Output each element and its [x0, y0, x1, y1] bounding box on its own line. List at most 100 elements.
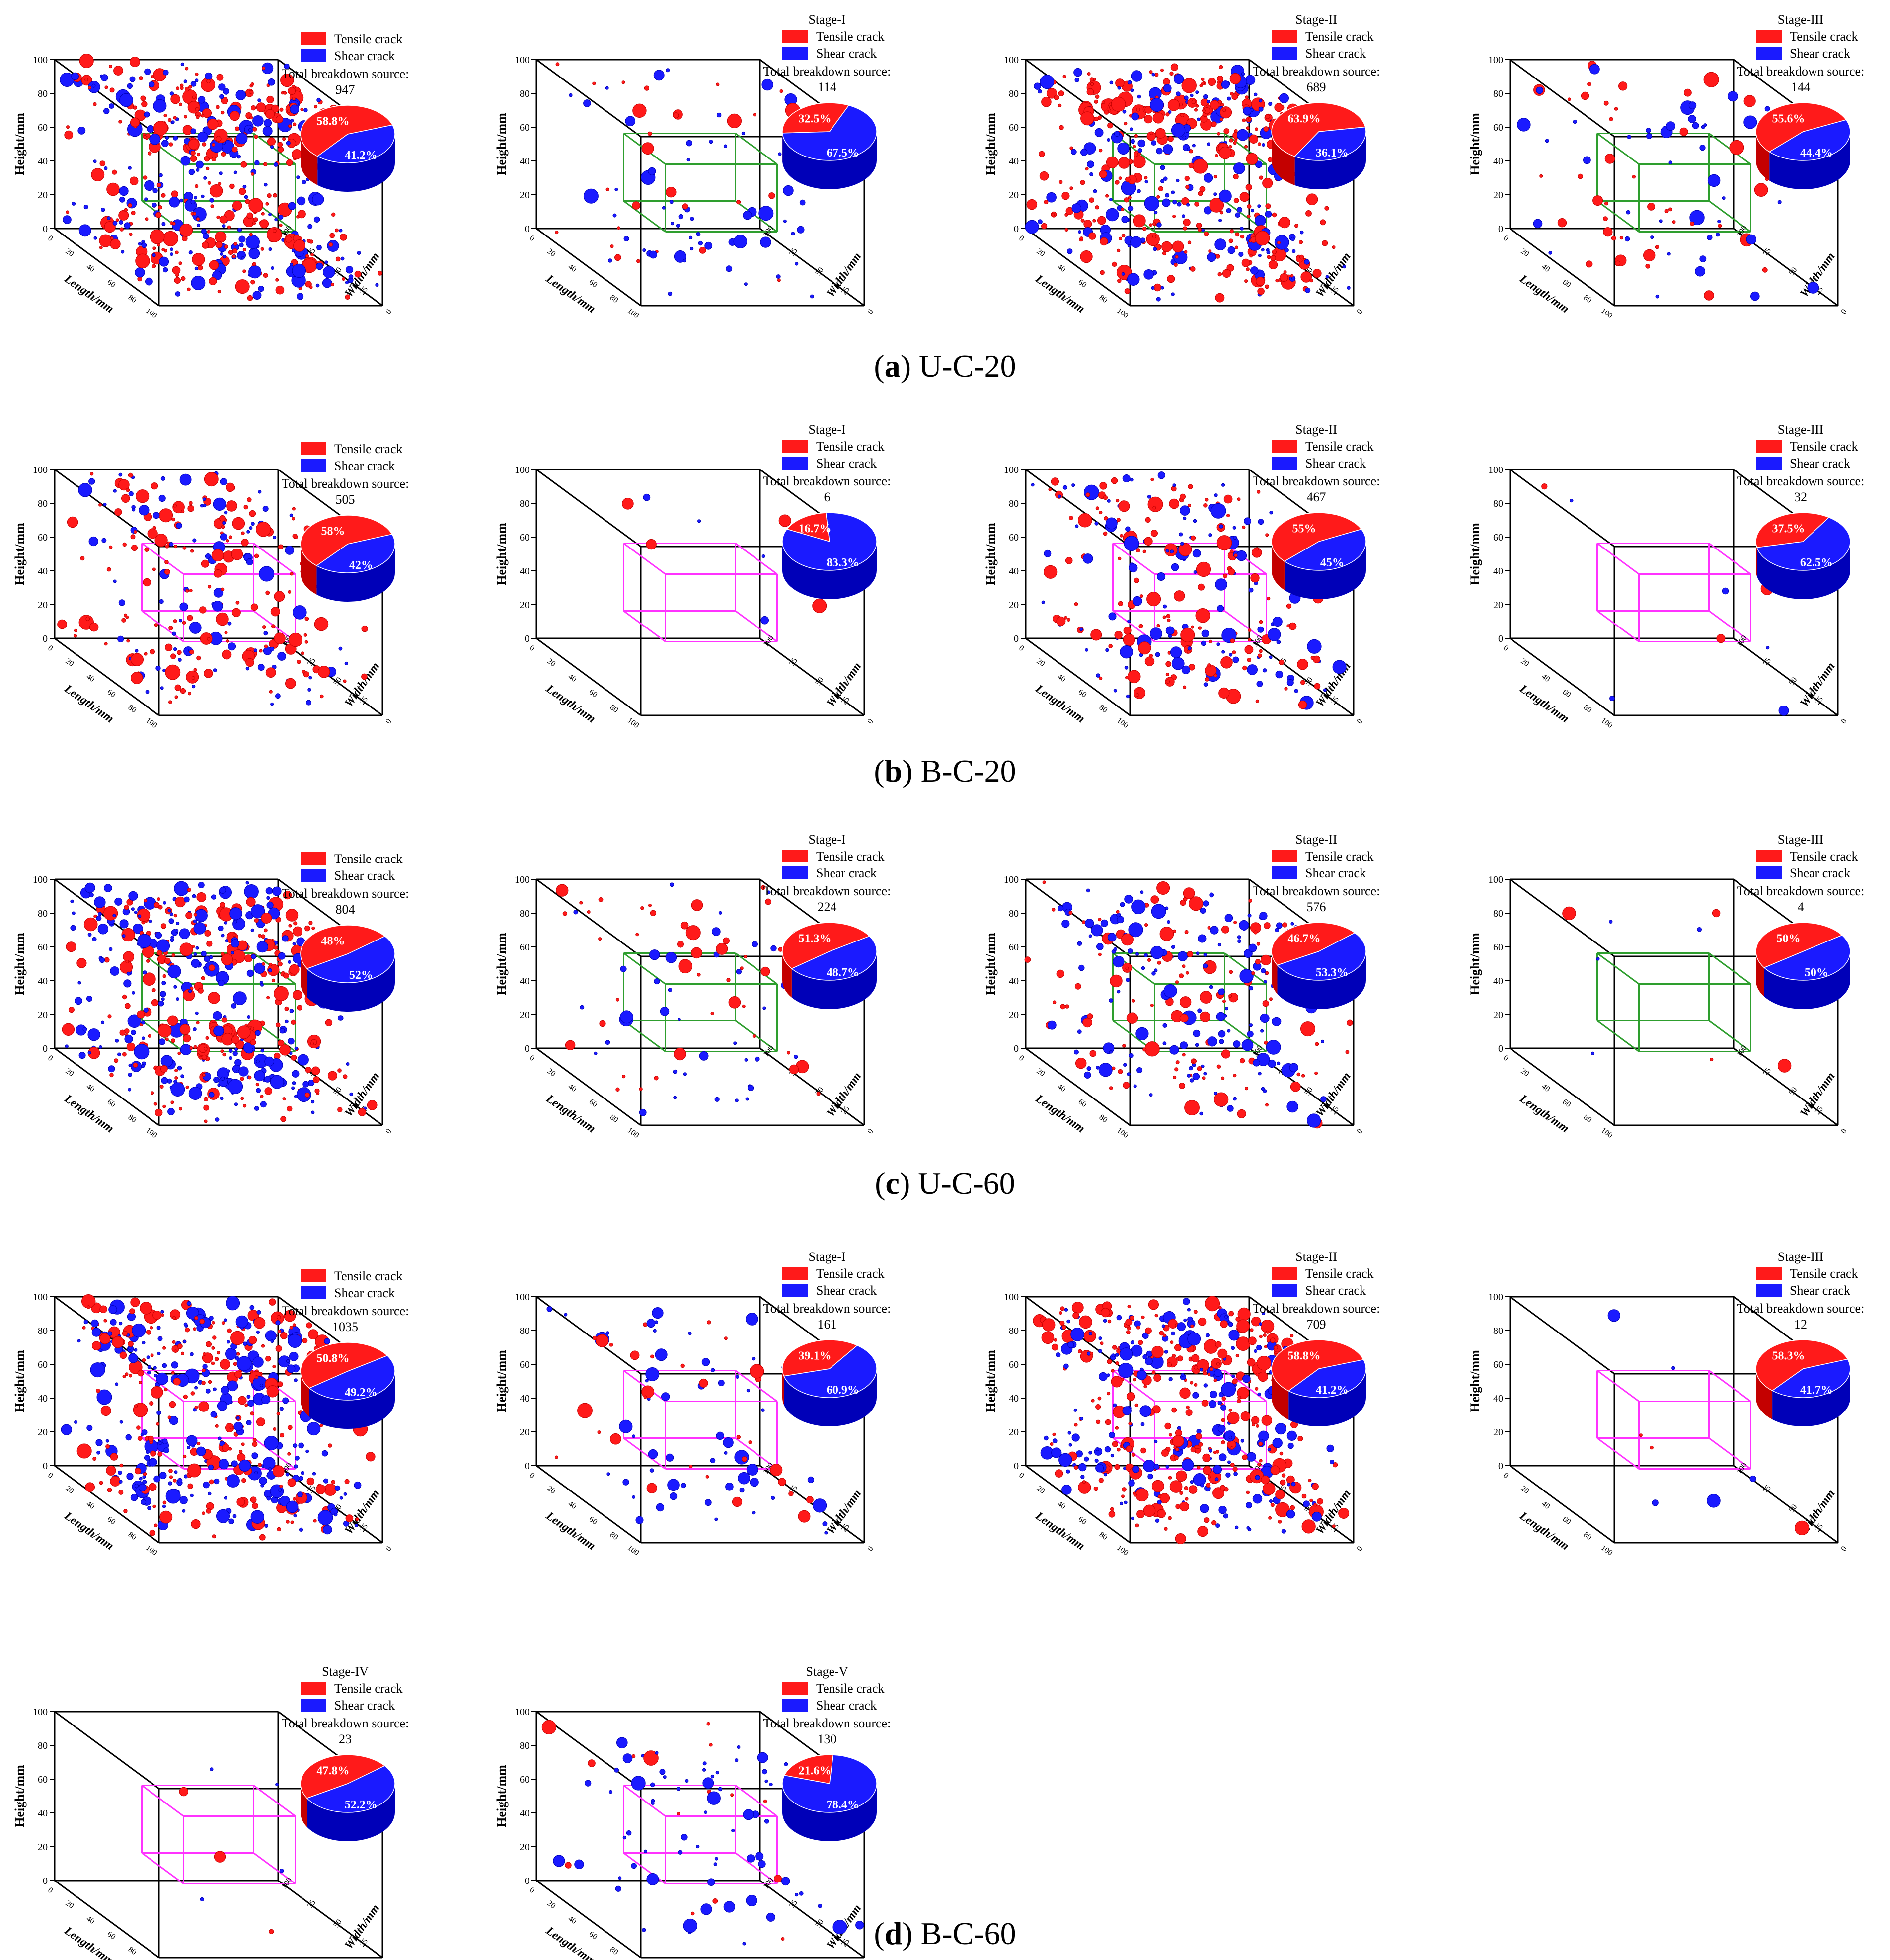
- shear-event-point: [1223, 1513, 1228, 1519]
- tensile-event-point: [1297, 1436, 1303, 1442]
- tensile-event-point: [250, 172, 254, 176]
- tensile-event-point: [1202, 109, 1206, 113]
- shear-event-point: [1099, 1372, 1108, 1381]
- shear-event-point: [219, 94, 224, 99]
- shear-event-point: [1130, 236, 1142, 248]
- tensile-event-point: [290, 572, 294, 576]
- shear-event-point: [670, 1492, 678, 1500]
- tensile-event-point: [1148, 1299, 1159, 1310]
- shear-event-point: [1130, 88, 1134, 92]
- tensile-event-point: [238, 1396, 247, 1405]
- shear-event-point: [620, 965, 627, 972]
- tensile-event-point: [247, 295, 253, 301]
- tensile-event-point: [198, 1401, 209, 1412]
- tensile-event-point: [99, 245, 103, 249]
- shear-event-point: [134, 910, 138, 914]
- tensile-event-point: [1257, 1356, 1272, 1371]
- tensile-event-point: [308, 1329, 319, 1340]
- shear-event-point: [1231, 1374, 1235, 1378]
- tensile-event-point: [226, 539, 229, 543]
- tensile-event-point: [1301, 1493, 1307, 1499]
- shear-event-point: [268, 968, 272, 972]
- shear-event-point: [1131, 70, 1143, 82]
- tensile-event-point: [235, 279, 250, 294]
- shear-event-point: [1161, 1324, 1165, 1328]
- shear-event-point: [312, 1472, 316, 1476]
- tensile-event-point: [1261, 1415, 1272, 1426]
- tensile-event-point: [143, 175, 148, 180]
- tensile-event-point: [104, 221, 116, 233]
- pie-wall-shear: [317, 134, 395, 192]
- shear-event-point: [1129, 127, 1133, 131]
- tensile-event-point: [153, 121, 168, 136]
- total-count: 4: [1798, 900, 1804, 914]
- shear-event-point: [1210, 1390, 1217, 1399]
- tensile-event-point: [243, 1104, 247, 1108]
- tensile-event-point: [1112, 1345, 1117, 1350]
- shear-event-point: [158, 1441, 162, 1445]
- tensile-event-point: [1180, 627, 1195, 642]
- shear-event-point: [289, 513, 293, 517]
- length-tick-label: 60: [106, 1515, 117, 1526]
- shear-event-point: [1312, 1511, 1322, 1522]
- shear-event-point: [196, 160, 204, 169]
- shear-event-point: [1303, 1500, 1310, 1508]
- tensile-event-point: [1270, 1503, 1275, 1507]
- shear-event-point: [1209, 892, 1214, 898]
- pie-wall-tensile: [1272, 132, 1295, 185]
- tensile-event-point: [1142, 549, 1146, 553]
- shear-event-point: [1197, 1008, 1202, 1013]
- tensile-event-point: [187, 505, 195, 512]
- tensile-event-point: [1198, 1442, 1203, 1447]
- tensile-event-point: [314, 105, 318, 109]
- tensile-event-point: [1097, 216, 1106, 225]
- cube-edge: [759, 637, 865, 716]
- tensile-event-point: [240, 161, 247, 168]
- shear-event-point: [155, 932, 162, 939]
- total-label: Total breakdown source:: [1253, 1301, 1380, 1316]
- shear-event-point: [1233, 1471, 1238, 1476]
- tensile-event-point: [1118, 601, 1123, 606]
- tensile-event-point: [1103, 531, 1108, 536]
- tensile-event-point: [196, 115, 200, 119]
- shear-event-point: [794, 1054, 798, 1059]
- tensile-event-point: [728, 996, 741, 1009]
- tensile-event-point: [1541, 483, 1548, 490]
- shear-event-point: [1095, 1464, 1104, 1473]
- shear-event-point: [1227, 96, 1231, 101]
- tensile-event-point: [84, 78, 88, 81]
- shear-event-point: [156, 939, 170, 953]
- tensile-event-point: [1262, 1000, 1269, 1007]
- tensile-event-point: [1147, 496, 1163, 512]
- shear-event-point: [1120, 645, 1133, 659]
- pie-slice-shear: [316, 124, 395, 163]
- tensile-event-point: [1185, 1409, 1193, 1416]
- width-tick-label: 50: [332, 1086, 343, 1097]
- tensile-event-point: [161, 248, 165, 252]
- tensile-event-point: [315, 1484, 326, 1494]
- shear-event-point: [252, 115, 264, 127]
- height-tick-label: 40: [38, 566, 48, 577]
- shear-event-point: [1214, 238, 1226, 250]
- shear-event-point: [667, 1479, 680, 1491]
- shear-event-point: [233, 1421, 243, 1431]
- shear-event-point: [128, 166, 132, 170]
- shear-event-point: [1151, 904, 1166, 919]
- shear-event-point: [292, 1081, 296, 1085]
- tensile-event-point: [195, 107, 200, 112]
- shear-event-point: [246, 530, 250, 534]
- tensile-event-point: [319, 1423, 323, 1427]
- tensile-event-point: [278, 1330, 282, 1333]
- shear-event-point: [161, 1077, 168, 1084]
- cube-edge: [759, 228, 865, 307]
- tensile-event-point: [648, 903, 652, 907]
- tensile-event-point: [193, 1327, 197, 1331]
- tensile-event-point: [216, 215, 220, 219]
- shear-event-point: [98, 1045, 102, 1049]
- tensile-event-point: [1176, 1470, 1187, 1482]
- shear-event-point: [750, 1478, 759, 1487]
- tensile-event-point: [188, 139, 199, 150]
- tensile-event-point: [1296, 1072, 1301, 1077]
- length-tick-label: 100: [626, 716, 640, 730]
- tensile-event-point: [1272, 249, 1277, 254]
